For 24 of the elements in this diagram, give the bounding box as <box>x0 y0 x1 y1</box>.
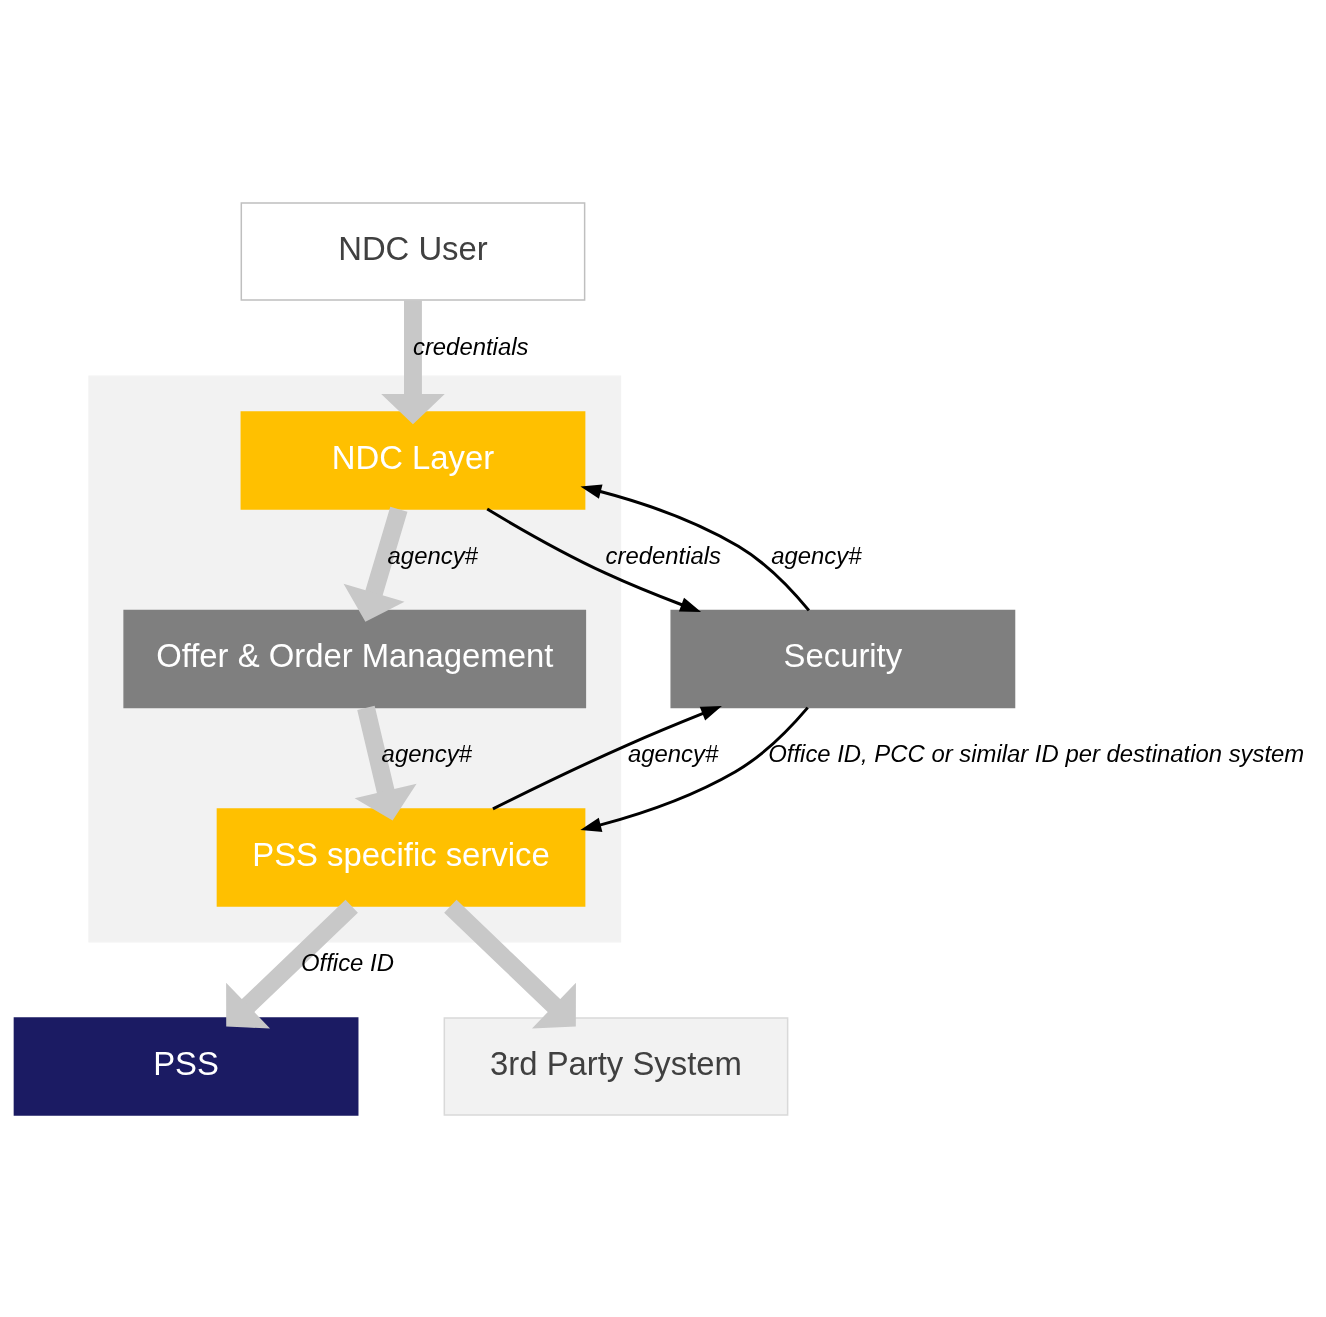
node-box: 3rd Party System <box>443 1016 789 1116</box>
edge-label: agency# <box>381 739 472 767</box>
arrow <box>444 899 576 1028</box>
arrow <box>486 507 702 612</box>
edge-label: credentials <box>605 541 721 569</box>
arrow <box>580 706 809 832</box>
arrow <box>354 705 417 820</box>
edge-label: agency# <box>627 739 719 767</box>
edge-label: agency# <box>387 541 478 569</box>
arrow <box>226 899 358 1028</box>
node-box: NDC User <box>240 201 586 301</box>
node-box: Offer & Order Management <box>123 609 587 708</box>
arrow <box>343 506 408 622</box>
edge-label: Office ID <box>301 948 394 976</box>
node-box: PSS <box>13 1016 359 1116</box>
node-box: Security <box>670 609 1016 708</box>
arrow <box>492 705 722 810</box>
arrow <box>381 299 445 424</box>
edge-label: agency# <box>771 541 862 569</box>
edge-label: Office ID, PCC or similar ID per destination system <box>768 739 1305 767</box>
node-box: PSS specific service <box>216 807 586 907</box>
arrow <box>580 483 811 611</box>
node-box: NDC Layer <box>240 410 586 510</box>
edge-label: credentials <box>412 332 529 360</box>
